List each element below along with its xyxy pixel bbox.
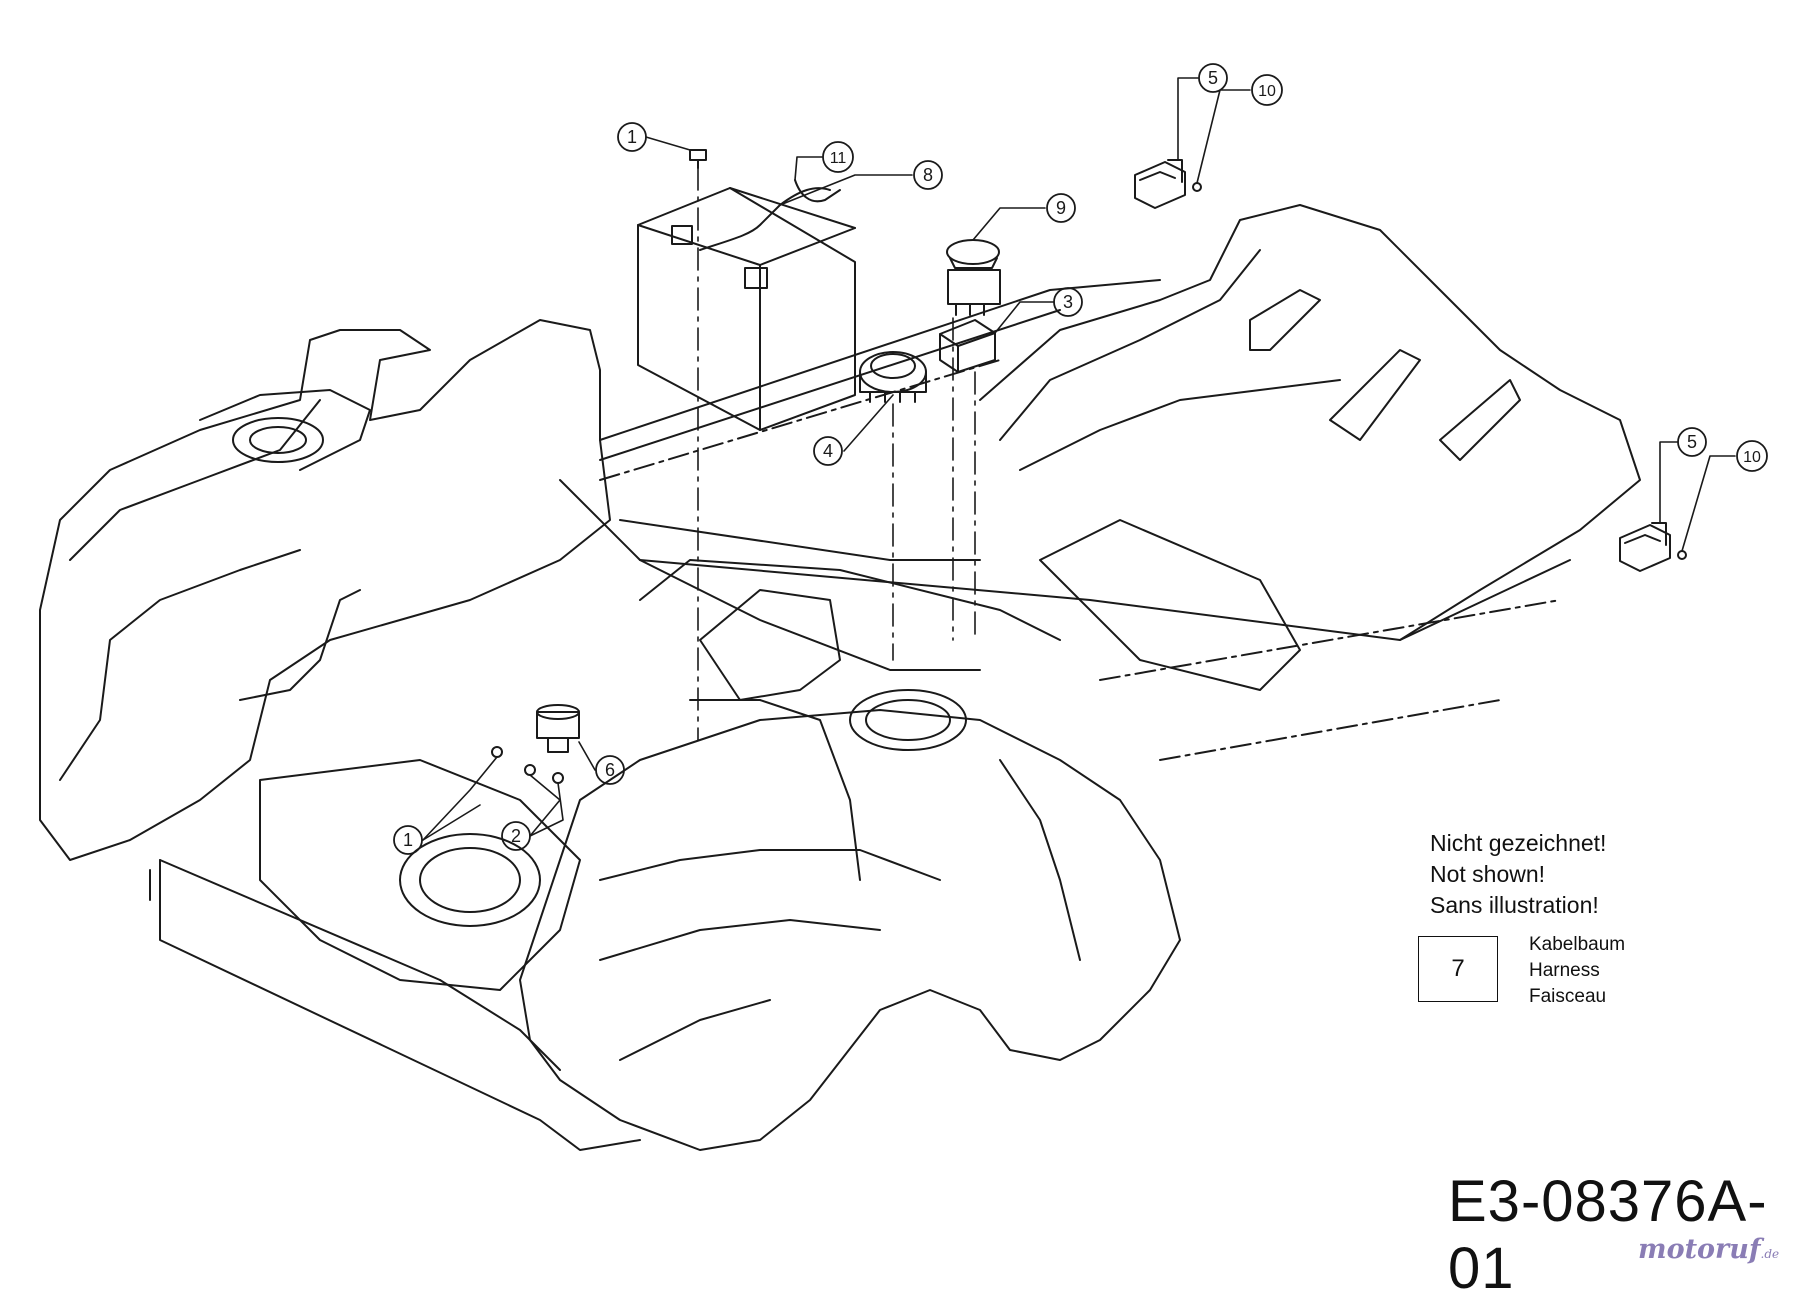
callout-8: 8: [923, 165, 933, 185]
screw-lower: [1677, 550, 1687, 560]
battery-cable: [794, 179, 841, 203]
note-line-en: Not shown!: [1430, 861, 1546, 887]
not-shown-note: Nicht gezeichnet! Not shown! Sans illust…: [1430, 828, 1606, 921]
leader-lines: [422, 77, 1736, 841]
ignition-switch: [859, 351, 927, 403]
note-line-de: Nicht gezeichnet!: [1430, 830, 1607, 856]
callout-3: 3: [1063, 292, 1073, 312]
parts-diagram: 1 11 8 9 3 4 5 10 5 10 6 1 2: [39, 63, 1768, 1151]
item-label-de: Kabelbaum: [1529, 934, 1626, 955]
seat-switch: [939, 319, 996, 373]
battery: [637, 187, 856, 431]
callout-4: 4: [823, 441, 833, 461]
not-shown-item-labels: Kabelbaum Harness Faisceau: [1529, 932, 1625, 1010]
callout-circles: [393, 63, 1768, 855]
callout-1-solenoid-bolt: 1: [403, 830, 413, 850]
screw-upper: [1192, 182, 1202, 192]
callout-10-lower: 10: [1743, 449, 1761, 466]
callout-6: 6: [605, 760, 615, 780]
callout-11: 11: [830, 150, 847, 167]
watermark-suffix: .de: [1760, 1247, 1780, 1261]
connector-upper: [1134, 159, 1186, 209]
not-shown-item-number: 7: [1418, 936, 1498, 1002]
callout-2: 2: [511, 826, 521, 846]
watermark-text: motoruf: [1638, 1234, 1761, 1265]
assembly-lines: [697, 167, 976, 741]
item-label-en: Harness: [1529, 960, 1600, 981]
pto-switch: [946, 239, 1001, 316]
item-label-fr: Faisceau: [1529, 986, 1607, 1007]
callout-9: 9: [1056, 198, 1066, 218]
chassis-body: [39, 204, 1641, 1151]
callout-1-battery-bolt: 1: [627, 127, 637, 147]
callout-5-lower: 5: [1687, 432, 1697, 452]
callout-5-upper: 5: [1208, 68, 1218, 88]
bolt-battery: [689, 149, 707, 169]
note-line-fr: Sans illustration!: [1430, 892, 1599, 918]
watermark-logo: motoruf.de: [1638, 1234, 1779, 1265]
solenoid: [491, 704, 580, 784]
connector-lower: [1619, 522, 1671, 572]
callout-10-upper: 10: [1258, 83, 1276, 100]
